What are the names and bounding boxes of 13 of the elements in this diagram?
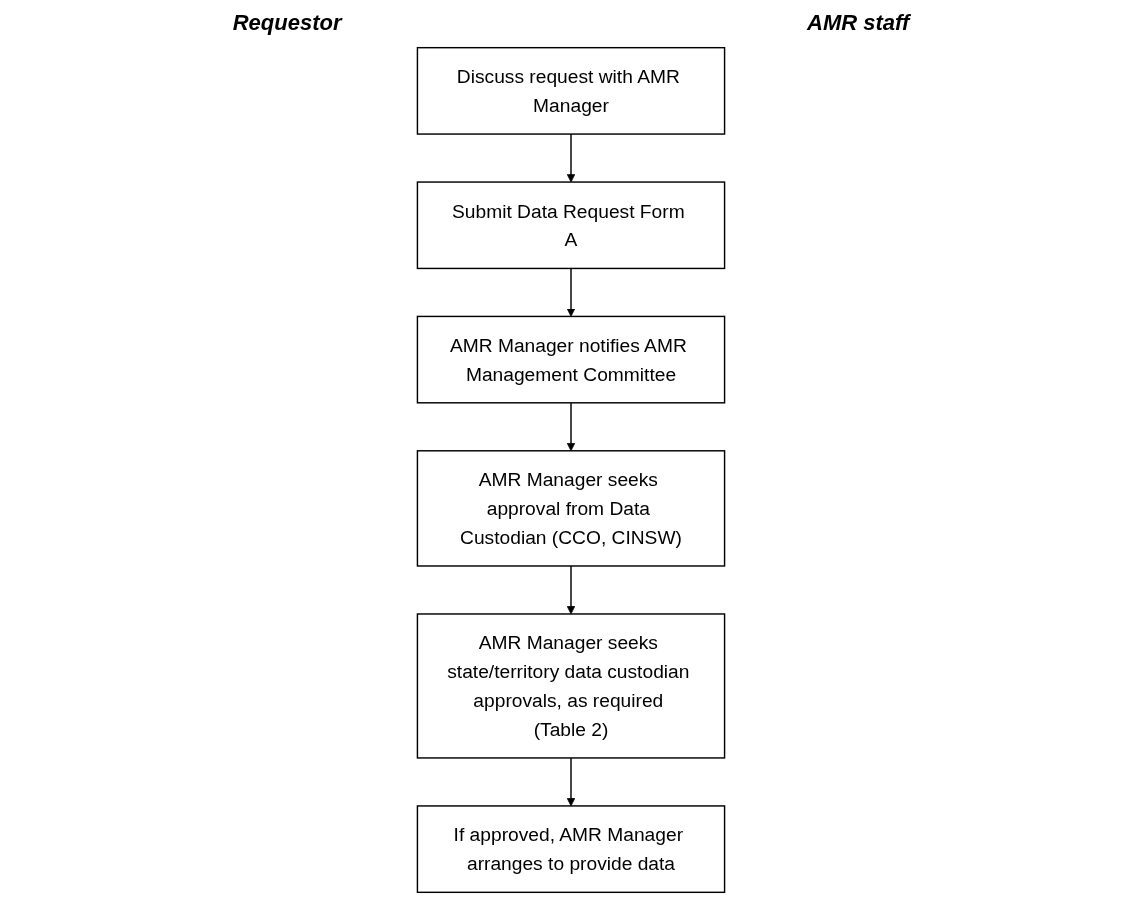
arrow [566, 402, 576, 452]
node-box: AMR Manager seeks state/territory data custodian approvals, as required (Table 2) [416, 613, 726, 759]
arrow [566, 565, 576, 615]
node-box: Discuss request with AMR Manager [416, 46, 726, 135]
node-box: Submit Data Request Form A [416, 181, 726, 270]
arrow [566, 267, 576, 317]
node-box: If approved, AMR Manager arranges to provide data [416, 805, 726, 894]
node-box: AMR Manager seeks approval from Data Custodian (CCO, CINSW) [416, 450, 726, 567]
column-heading: AMR staff [807, 10, 910, 36]
column-heading: Requestor [232, 10, 342, 36]
node-box: AMR Manager notifies AMR Management Committee [416, 315, 726, 404]
arrow [566, 133, 576, 183]
arrow [566, 757, 576, 807]
